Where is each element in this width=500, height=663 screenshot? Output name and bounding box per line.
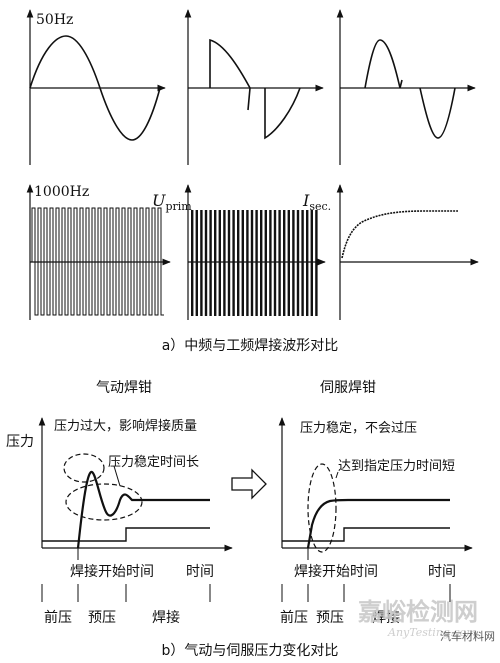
pulse-bar: [287, 210, 290, 316]
label-time-right: 时间: [428, 564, 456, 580]
pulse-bar: [209, 210, 212, 316]
phase-cut-wave: [209, 38, 301, 140]
watermark-brand: 汽车材料网: [440, 629, 495, 643]
pulse-bar: [255, 210, 258, 316]
chart-servo: 压力稳定，不会过压 达到指定压力时间短 焊接开始时间 时间 前压 预压 焊接: [278, 417, 473, 626]
caption-a: a）中频与工频焊接波形对比: [162, 337, 339, 354]
leader-line-servo: [335, 471, 339, 479]
panel-50hz-sine: 50Hz: [26, 9, 166, 165]
watermark-main: 嘉峪检测网: [358, 598, 478, 626]
leader-line: [113, 465, 121, 487]
uprim-pulse-train: [191, 210, 318, 316]
pulse-bar: [191, 210, 194, 316]
pulse-bar: [296, 210, 300, 316]
pulse-bar: [283, 210, 286, 316]
phase-precompress-right: 预压: [316, 610, 344, 626]
pulse-bar: [264, 210, 267, 316]
chart-pneumatic: 压力过大，影响焊接质量 压力稳定时间长 焊接开始时间 时间 前压 预压 焊接: [38, 417, 233, 626]
pulse-bar: [315, 210, 318, 316]
pulse-bar: [223, 210, 226, 316]
panel-50hz-phase-cut: [184, 9, 324, 165]
pulse-bar: [306, 210, 309, 316]
panel-1000hz: 1000Hz: [26, 184, 171, 320]
pulse-bar: [292, 210, 295, 316]
pressure-curve-pneumatic: [76, 470, 210, 549]
hf-square-wave: [31, 207, 164, 316]
label-time-left: 时间: [186, 564, 214, 580]
note-overshoot: 压力过大，影响焊接质量: [54, 418, 197, 434]
label-uprim: Uprim: [152, 191, 192, 213]
pulse-bar: [237, 210, 240, 316]
settle-ellipse: [65, 483, 143, 521]
pulse-bar: [195, 210, 198, 316]
stable-ellipse: [307, 463, 337, 553]
label-weld-start-left: 焊接开始时间: [70, 563, 154, 580]
overshoot-ellipse: [63, 453, 105, 483]
pressure-curve-servo: [306, 498, 450, 549]
isec-rise-curve: [341, 210, 458, 259]
pulse-bar: [214, 210, 217, 316]
watermark: 嘉峪检测网 AnyTesting.com 汽车材料网: [358, 598, 495, 643]
hf-square-path: [31, 207, 164, 316]
label-1000hz: 1000Hz: [34, 184, 89, 200]
phase-prepress-right: 前压: [280, 609, 308, 626]
label-pressure-axis: 压力: [6, 434, 34, 450]
title-servo: 伺服焊钳: [320, 380, 376, 396]
pulse-bar: [278, 210, 281, 316]
phase-prepress-left: 前压: [44, 609, 72, 626]
phase-weld-left: 焊接: [152, 609, 180, 626]
current-step-servo: [282, 527, 450, 542]
note-fast: 达到指定压力时间短: [338, 459, 455, 474]
pulse-bar: [269, 210, 272, 316]
pulse-bar: [301, 210, 304, 316]
label-50hz: 50Hz: [36, 12, 73, 28]
pulse-bar: [232, 210, 235, 316]
pulse-bar: [204, 210, 208, 316]
pulse-bar: [250, 210, 254, 316]
partial-wave: [364, 39, 456, 139]
pulse-bar: [200, 210, 203, 316]
label-isec: Isec.: [302, 191, 331, 213]
watermark-sub: AnyTesting.com: [387, 626, 477, 639]
phase-precompress-left: 预压: [88, 610, 116, 626]
sine-wave: [29, 35, 161, 141]
pulse-bar: [246, 210, 249, 316]
caption-b: b）气动与伺服压力变化对比: [162, 643, 339, 659]
note-stable-long: 压力稳定时间长: [108, 454, 199, 470]
pulse-bar: [273, 210, 277, 316]
panel-uprim: Uprim: [152, 184, 326, 320]
title-pneumatic: 气动焊钳: [96, 380, 152, 396]
panel-50hz-partial: [336, 9, 476, 165]
pulse-bar: [218, 210, 221, 316]
current-step-pneumatic: [42, 527, 210, 542]
pulse-bar: [227, 210, 231, 316]
transition-arrow: [231, 468, 267, 500]
pulse-bar: [260, 210, 263, 316]
note-stable: 压力稳定，不会过压: [300, 420, 417, 436]
panel-isec: Isec.: [302, 184, 479, 320]
label-weld-start-right: 焊接开始时间: [294, 563, 378, 580]
pulse-bar: [241, 210, 244, 316]
phase-weld-right: 焊接: [372, 609, 400, 626]
pulse-bar: [310, 210, 313, 316]
